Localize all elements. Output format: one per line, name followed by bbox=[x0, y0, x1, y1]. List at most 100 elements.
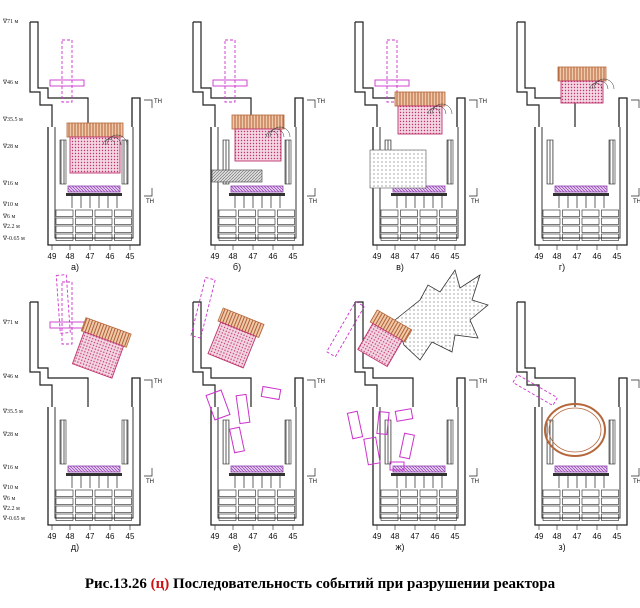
room-cell bbox=[601, 505, 619, 513]
room-cell bbox=[542, 489, 561, 497]
th-arrow bbox=[307, 468, 316, 477]
axis-tick-label: 47 bbox=[249, 532, 258, 541]
axis-tick-label: 49 bbox=[373, 532, 382, 541]
room-cell bbox=[238, 209, 256, 217]
building-wall bbox=[534, 377, 628, 526]
axis-tick-label: 45 bbox=[126, 252, 135, 261]
steam-arc bbox=[269, 126, 291, 138]
room-cell bbox=[380, 209, 399, 217]
room-cell bbox=[419, 505, 438, 513]
room-cell bbox=[94, 225, 113, 233]
upper-plate-edge bbox=[548, 407, 602, 453]
shaft-outline bbox=[354, 22, 378, 127]
base-slab bbox=[229, 473, 285, 476]
room-cell bbox=[601, 217, 619, 225]
elevation-label: ∇16 м bbox=[2, 464, 19, 471]
room-cell bbox=[380, 489, 399, 497]
th-label: ТН bbox=[479, 99, 487, 105]
th-label: ТН bbox=[146, 199, 154, 205]
room-cell bbox=[257, 513, 276, 521]
room-cell bbox=[238, 233, 256, 241]
room-cell bbox=[380, 505, 399, 513]
axis-tick-label: 45 bbox=[451, 252, 460, 261]
room-cell bbox=[439, 225, 457, 233]
room-cell bbox=[542, 233, 561, 241]
room-cell bbox=[94, 505, 113, 513]
room-cell bbox=[439, 505, 457, 513]
side-tank bbox=[546, 139, 554, 185]
building-wall bbox=[47, 377, 141, 526]
steam-arc bbox=[591, 80, 609, 90]
side-tank bbox=[608, 139, 616, 185]
room-cell bbox=[439, 217, 457, 225]
room-cell bbox=[562, 505, 580, 513]
elevation-label: ∇71 м bbox=[2, 319, 19, 326]
th-arrow bbox=[631, 188, 640, 197]
shaft-outline bbox=[355, 301, 414, 407]
room-cell bbox=[94, 497, 113, 505]
debris-block bbox=[346, 410, 364, 440]
th-arrow bbox=[631, 379, 640, 388]
elevation-labels-top: ∇71 м∇46 м∇35.5 м∇28 м∇16 м∇10 м∇6 м∇2.2… bbox=[2, 18, 25, 242]
refuelling-machine bbox=[326, 300, 365, 358]
reactor-core bbox=[234, 128, 282, 162]
axis-tick-label: 45 bbox=[126, 532, 135, 541]
reactor-destruction-diagram: ∇71 м∇46 м∇35.5 м∇28 м∇16 м∇10 м∇6 м∇2.2… bbox=[2, 18, 640, 552]
reactor-assembly bbox=[71, 317, 132, 379]
room-cell bbox=[601, 225, 619, 233]
axis-tick-label: 49 bbox=[211, 252, 220, 261]
elevation-label: ∇16 м bbox=[2, 180, 19, 187]
room-cell bbox=[601, 233, 619, 241]
axis-tick-label: 48 bbox=[391, 252, 400, 261]
base-slab bbox=[66, 193, 122, 196]
room-cell bbox=[238, 489, 256, 497]
th-arrow bbox=[469, 188, 478, 197]
room-cell bbox=[55, 209, 74, 217]
base-slab bbox=[391, 473, 447, 476]
room-cell bbox=[542, 225, 561, 233]
side-tank bbox=[284, 139, 292, 185]
panel-h: ТНТН4948474645з) bbox=[512, 301, 640, 552]
side-tank bbox=[121, 139, 129, 185]
axis-tick-label: 49 bbox=[48, 252, 57, 261]
reactor-assembly bbox=[557, 66, 615, 104]
panel-label: ж) bbox=[395, 542, 404, 552]
room-cell bbox=[400, 497, 418, 505]
room-cell bbox=[400, 505, 418, 513]
upper-biological-shield bbox=[66, 122, 124, 138]
axis-tick-label: 47 bbox=[86, 532, 95, 541]
axis-tick-label: 48 bbox=[66, 532, 75, 541]
room-cell bbox=[542, 217, 561, 225]
room-cell bbox=[562, 513, 580, 521]
room-cell bbox=[114, 209, 132, 217]
crane-bridge bbox=[49, 321, 85, 329]
elevation-label: ∇46 м bbox=[2, 79, 19, 86]
axis-tick-label: 48 bbox=[553, 252, 562, 261]
inner-wall bbox=[217, 407, 297, 519]
lower-plate bbox=[67, 185, 121, 193]
room-cell bbox=[562, 489, 580, 497]
refuelling-machine bbox=[224, 39, 236, 103]
room-cell bbox=[419, 489, 438, 497]
elevation-label: ∇10 м bbox=[2, 201, 19, 208]
room-cell bbox=[542, 209, 561, 217]
room-cell bbox=[277, 225, 295, 233]
room-cell bbox=[218, 513, 237, 521]
axis-tick-label: 45 bbox=[613, 532, 622, 541]
room-cell bbox=[562, 209, 580, 217]
axis-tick-label: 47 bbox=[573, 532, 582, 541]
inner-wall bbox=[541, 407, 621, 519]
axis-tick-label: 46 bbox=[269, 252, 278, 261]
room-cell bbox=[419, 209, 438, 217]
steam-arc bbox=[104, 136, 122, 146]
base-slab bbox=[553, 193, 609, 196]
room-cell bbox=[400, 225, 418, 233]
room-cell bbox=[218, 233, 237, 241]
room-cell bbox=[601, 497, 619, 505]
reactor-core bbox=[397, 105, 443, 135]
base-slab bbox=[391, 193, 447, 196]
